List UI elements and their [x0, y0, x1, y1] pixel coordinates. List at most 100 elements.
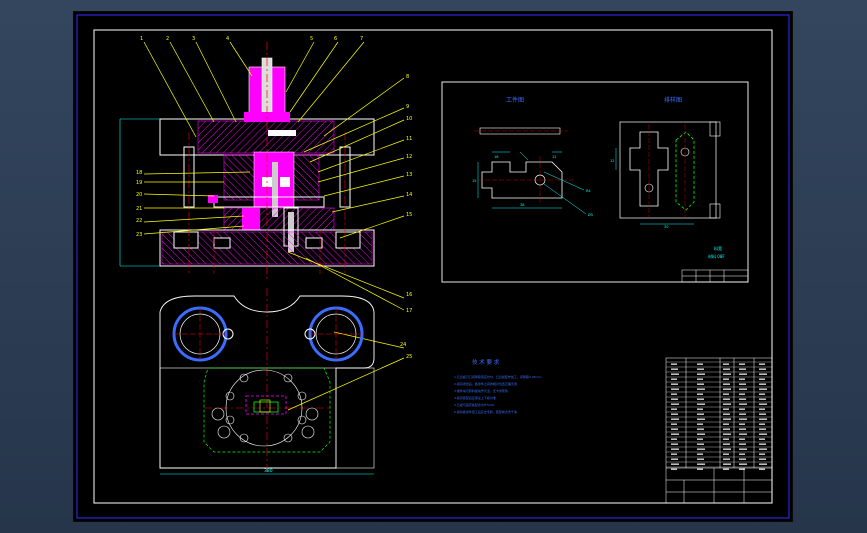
- parts-list-entry-mark: [759, 378, 765, 380]
- parts-list-entry-mark: [723, 368, 730, 370]
- parts-list-entry-mark: [739, 418, 747, 420]
- note-line-2: 2.模具闭合后，各零件之间的相对位置正确无误.: [454, 381, 518, 386]
- parts-list-entry-mark: [671, 388, 679, 390]
- parts-list-entry-mark: [739, 468, 745, 470]
- balloon-19: 19: [136, 180, 142, 186]
- parts-list-entry-mark: [739, 403, 747, 405]
- parts-list-entry-mark: [671, 433, 679, 435]
- parts-list-entry-mark: [697, 443, 704, 445]
- parts-list-entry-mark: [671, 373, 679, 375]
- outer-border: [76, 14, 790, 519]
- balloon-24: 24: [400, 342, 406, 348]
- die-assembly-drawing: 1 2 3 4 5 6 7 8 9 10 11 12 13 14 15 16 1…: [76, 14, 790, 519]
- parts-list-entry-mark: [739, 443, 746, 445]
- parts-list-entry-mark: [697, 368, 704, 370]
- parts-list-entry-mark: [723, 468, 729, 470]
- parts-list-entry-mark: [671, 383, 678, 385]
- parts-list-entry-mark: [697, 413, 704, 415]
- svg-text:30: 30: [664, 225, 668, 229]
- balloon-6: 6: [334, 36, 337, 42]
- balloon-22: 22: [136, 218, 142, 224]
- balloon-20: 20: [136, 192, 142, 198]
- parts-list-entry-mark: [759, 458, 766, 460]
- parts-list-text: [671, 363, 767, 470]
- parts-list-entry-mark: [697, 463, 705, 465]
- parts-list-entry-mark: [723, 393, 729, 395]
- parts-list-entry-mark: [697, 383, 704, 385]
- balloon-14: 14: [406, 192, 412, 198]
- balloon-12: 12: [406, 154, 412, 160]
- svg-text:12: 12: [610, 159, 614, 163]
- parts-list-entry-mark: [671, 423, 677, 425]
- parts-list-entry-mark: [697, 468, 703, 470]
- parts-list-entry-mark: [671, 378, 677, 380]
- balloon-23: 23: [136, 232, 142, 238]
- parts-list-entry-mark: [739, 383, 746, 385]
- die-block: [223, 207, 335, 231]
- parts-list-entry-mark: [671, 468, 677, 470]
- parts-list-entry-mark: [723, 433, 731, 435]
- parts-list-entry-mark: [671, 368, 678, 370]
- parts-list-entry-mark: [759, 403, 767, 405]
- parts-list-entry-mark: [759, 368, 766, 370]
- parts-list-entry-mark: [723, 403, 731, 405]
- balloon-1: 1: [140, 36, 143, 42]
- parts-list-entry-mark: [671, 418, 679, 420]
- leader-lines: [143, 41, 405, 411]
- parts-list-entry-mark: [671, 448, 679, 450]
- parts-list-entry-mark: [723, 418, 731, 420]
- balloon-3: 3: [192, 36, 195, 42]
- balloon-8: 8: [406, 74, 409, 80]
- parts-list-entry-mark: [739, 463, 747, 465]
- parts-list-entry-mark: [697, 363, 703, 365]
- parts-list-entry-mark: [759, 408, 765, 410]
- parts-list-entry-mark: [723, 398, 730, 400]
- parts-list-entry-mark: [739, 413, 746, 415]
- balloon-11: 11: [406, 136, 412, 142]
- parts-list-entry-mark: [759, 418, 767, 420]
- parts-list-rows: [666, 361, 772, 468]
- note-line-5: 5.凸模与固定板配合为H7/m6.: [454, 402, 495, 407]
- parts-list-entry-mark: [739, 368, 746, 370]
- parts-list-entry-mark: [671, 458, 678, 460]
- parts-list-entry-mark: [671, 403, 679, 405]
- balloon-16: 16: [406, 292, 412, 298]
- parts-list-entry-mark: [759, 398, 766, 400]
- svg-text:38: 38: [520, 203, 524, 207]
- parts-list-entry-mark: [723, 408, 729, 410]
- balloon-15: 15: [406, 212, 412, 218]
- label-workpiece: 工件图: [506, 96, 524, 104]
- parts-list-entry-mark: [723, 458, 730, 460]
- parts-list-entry-mark: [739, 423, 745, 425]
- technical-notes: 技 术 要 求 1.凸凹模刃口间隙取值应均匀，凸凹模配作加工，间隙取0.05mm…: [454, 358, 542, 414]
- parts-list-entry-mark: [723, 438, 729, 440]
- note-line-6: 6.模具各零件加工后应去毛刺，装配前清洗干净.: [454, 409, 518, 414]
- parts-list-entry-mark: [759, 453, 765, 455]
- parts-list-entry-mark: [739, 453, 745, 455]
- parts-list-entry-mark: [671, 453, 677, 455]
- balloon-2: 2: [166, 36, 169, 42]
- parts-list-entry-mark: [759, 463, 767, 465]
- svg-text:12: 12: [552, 155, 556, 159]
- parts-list-entry-mark: [759, 413, 766, 415]
- parts-list-entry-mark: [759, 468, 765, 470]
- parts-list-entry-mark: [739, 433, 747, 435]
- parts-list-entry-mark: [723, 388, 731, 390]
- parts-list-entry-mark: [723, 428, 730, 430]
- parts-list-entry-mark: [739, 438, 745, 440]
- parts-list-entry-mark: [759, 423, 765, 425]
- drawing-sheet[interactable]: 1 2 3 4 5 6 7 8 9 10 11 12 13 14 15 16 1…: [73, 11, 793, 522]
- parts-list-entry-mark: [671, 443, 678, 445]
- plan-view: 380: [159, 288, 375, 475]
- parts-list-entry-mark: [697, 373, 705, 375]
- parts-list-entry-mark: [739, 398, 746, 400]
- balloon-9: 9: [406, 104, 409, 110]
- svg-text:16: 16: [494, 155, 498, 159]
- parts-list-entry-mark: [671, 438, 677, 440]
- parts-list-entry-mark: [697, 378, 703, 380]
- balloon-13: 13: [406, 172, 412, 178]
- balloon-labels: 1 2 3 4 5 6 7 8 9 10 11 12 13 14 15 16 1…: [136, 36, 412, 360]
- parts-list-entry-mark: [739, 378, 745, 380]
- parts-list-entry-mark: [723, 378, 729, 380]
